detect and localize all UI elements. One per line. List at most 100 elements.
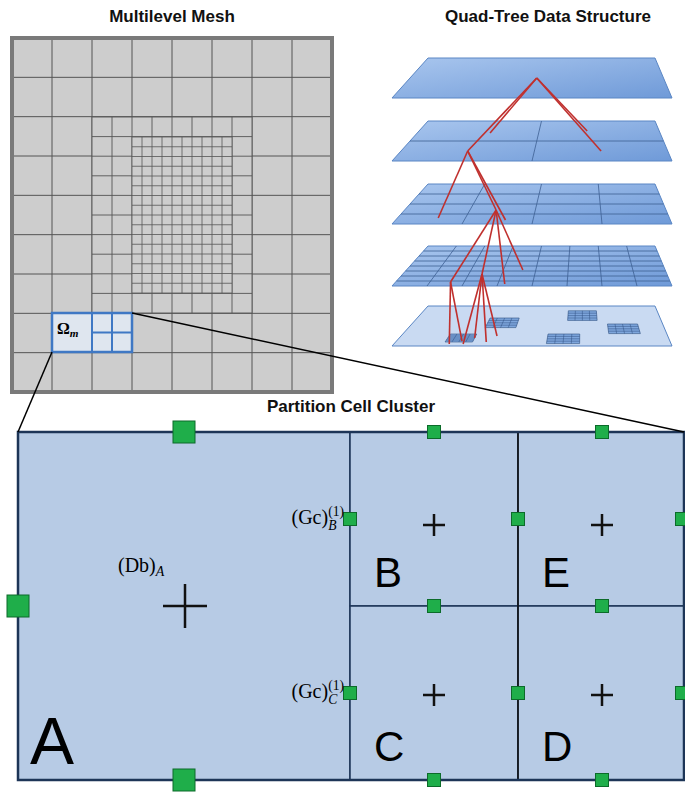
- mesh-region: [12, 38, 332, 392]
- tree-link: [451, 282, 462, 341]
- math-sub: B: [328, 519, 344, 533]
- cell-centre: [591, 684, 613, 706]
- fine-line: [486, 325, 516, 326]
- cell-letter: A: [30, 708, 74, 774]
- mesh-border: [12, 38, 332, 392]
- mesh-line: [132, 283, 232, 284]
- tree-plane: [392, 58, 672, 98]
- tree-grid-line: [406, 271, 666, 272]
- tree-link: [438, 151, 467, 218]
- math-base: (Db): [118, 554, 156, 576]
- math-sub: A: [156, 564, 165, 579]
- math-index: (1)C: [328, 679, 344, 708]
- tree-level: [392, 121, 672, 161]
- tree-link: [468, 151, 506, 220]
- mesh-line: [292, 38, 293, 392]
- face-node: [512, 513, 525, 526]
- cluster-outline: [18, 432, 684, 780]
- face-node: [596, 426, 609, 439]
- partition-cell: B: [350, 432, 518, 606]
- tree-link: [482, 210, 496, 274]
- tree-link: [496, 210, 505, 284]
- cell-centre: [591, 514, 613, 536]
- mesh-line: [132, 205, 232, 206]
- tree-link: [537, 78, 601, 151]
- omega-box: [52, 313, 132, 352]
- math-index: (1)B: [328, 505, 344, 534]
- face-node: [596, 774, 609, 787]
- tree-grid-line: [410, 266, 664, 267]
- fine-patch: [485, 318, 519, 328]
- cell-fill: [350, 432, 518, 606]
- math-label: (Db)A: [118, 554, 164, 580]
- face-node: [512, 687, 525, 700]
- math-base: Ω: [57, 320, 70, 337]
- tree-link: [463, 274, 482, 344]
- tree-link: [468, 78, 537, 151]
- cluster-heading: Partition Cell Cluster: [18, 398, 684, 417]
- face-node: [676, 513, 685, 526]
- mesh-line: [92, 215, 252, 216]
- tree-link: [482, 274, 497, 336]
- mesh-grid: [132, 137, 232, 293]
- fine-patch: [607, 324, 640, 334]
- tree-level: [392, 58, 672, 98]
- math-label: (Gc)(1)B: [292, 505, 345, 534]
- fine-line: [547, 338, 579, 339]
- cell-fill: [350, 606, 518, 780]
- cell-centre: [423, 684, 445, 706]
- math-sup: (1): [328, 505, 344, 519]
- fine-line: [571, 334, 572, 344]
- cell-letter: B: [374, 552, 402, 594]
- face-node: [428, 600, 441, 613]
- cell-letter: E: [542, 552, 570, 594]
- tree-plane: [392, 184, 672, 224]
- mesh-line: [132, 176, 232, 177]
- tree-grid-line: [410, 141, 664, 142]
- mesh-line: [132, 166, 232, 167]
- face-node: [344, 687, 357, 700]
- math-label: (Gc)(1)C: [292, 679, 345, 708]
- math-base: (Gc): [292, 680, 329, 702]
- tree-level: [392, 184, 672, 224]
- fine-line: [608, 331, 639, 332]
- mesh-line: [132, 273, 232, 274]
- mesh-line: [12, 77, 332, 78]
- panel-title: Multilevel Mesh: [109, 8, 235, 27]
- mesh-line: [132, 234, 232, 235]
- mesh-region: [132, 137, 232, 293]
- partition-cell: (Db)AA: [18, 432, 350, 780]
- tree-grid-line: [401, 276, 668, 277]
- mesh-line: [132, 185, 232, 186]
- fine-line: [508, 318, 512, 328]
- fine-line: [446, 340, 473, 341]
- fine-line: [547, 341, 580, 342]
- math-base: (Gc): [292, 506, 329, 528]
- mesh-line: [132, 263, 232, 264]
- fine-patch: [546, 334, 579, 344]
- cell-fill: [18, 432, 350, 780]
- tree-link: [490, 78, 537, 133]
- multilevel-mesh: [12, 38, 332, 392]
- mesh-line: [132, 224, 232, 225]
- tree-grid-line: [627, 246, 637, 286]
- quad-tree-planes: [392, 58, 672, 346]
- face-node: [428, 426, 441, 439]
- panel-title: Quad-Tree Data Structure: [445, 8, 651, 27]
- mesh-grid: [92, 117, 252, 313]
- math-sub: C: [328, 693, 344, 707]
- cluster-region: Partition Cell Cluster(Db)AABECD: [18, 432, 684, 780]
- cell-fill: [518, 432, 684, 606]
- mesh-line: [132, 254, 232, 255]
- tree-level: [392, 306, 672, 346]
- tree-level: [392, 246, 672, 286]
- cluster-cells: [7, 421, 685, 791]
- fine-line: [568, 318, 597, 319]
- fine-patch: [568, 311, 598, 321]
- tree-plane: [392, 121, 672, 161]
- tree-grid-line: [401, 214, 668, 215]
- tree-link: [451, 210, 497, 282]
- face-node: [173, 769, 195, 791]
- cell-centre: [163, 584, 207, 628]
